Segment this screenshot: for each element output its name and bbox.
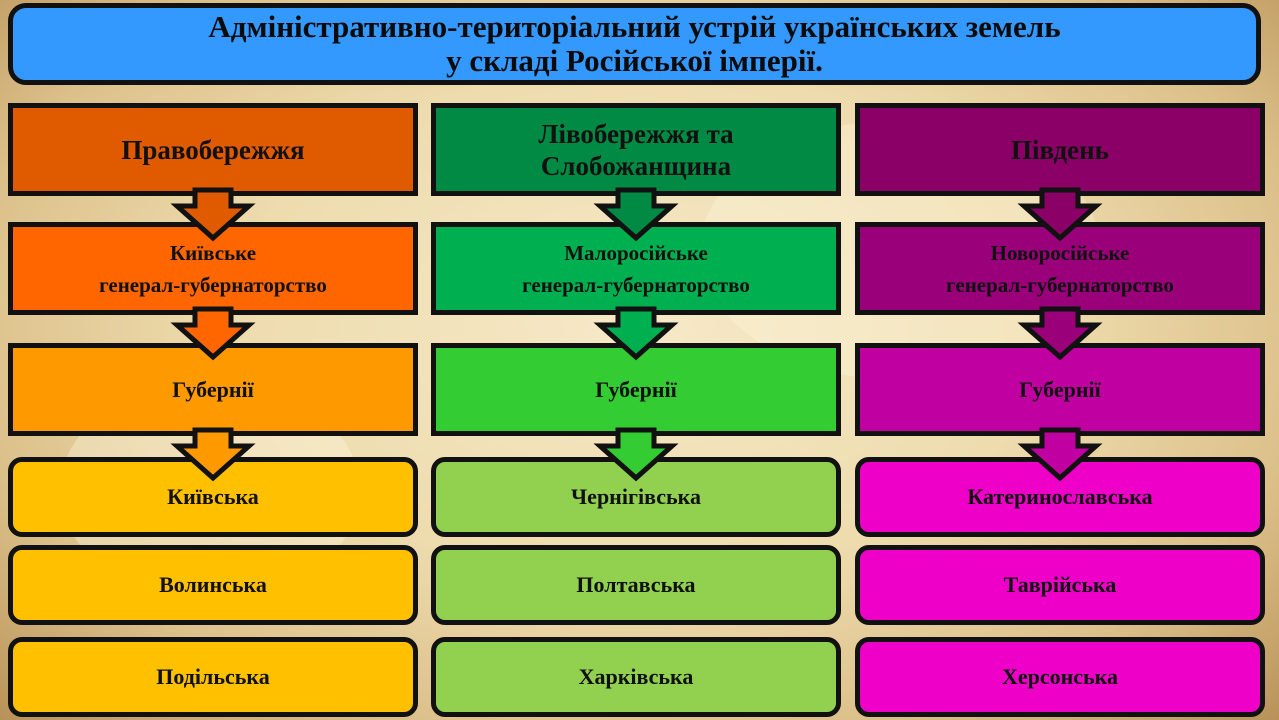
- down-arrow-icon: [593, 306, 679, 361]
- gubernias-label: Губернії: [595, 376, 677, 402]
- governorate-general-name: Малоросійське: [564, 240, 708, 265]
- down-arrow-icon: [1017, 187, 1103, 242]
- region-header-left-bank: Лівобережжя та Слобожанщина: [431, 103, 841, 196]
- region-header-south: Південь: [855, 103, 1265, 196]
- province-label: Харківська: [578, 664, 694, 689]
- down-arrow-icon: [1017, 306, 1103, 361]
- down-arrow-icon: [170, 306, 256, 361]
- gubernias-label: Губернії: [172, 376, 254, 402]
- province-label: Херсонська: [1001, 664, 1119, 689]
- gubernias-label: Губернії: [1019, 376, 1101, 402]
- province-podillia: Подільська: [8, 637, 418, 717]
- down-arrow-icon: [593, 427, 679, 482]
- down-arrow-icon: [593, 187, 679, 242]
- down-arrow-icon: [170, 427, 256, 482]
- governorate-general-type: генерал-губернаторство: [99, 272, 327, 297]
- province-tavria: Таврійська: [855, 545, 1265, 625]
- province-volyn: Волинська: [8, 545, 418, 625]
- diagram-title: Адміністративно-територіальний устрій ук…: [8, 3, 1261, 85]
- province-label: Волинська: [159, 572, 267, 597]
- down-arrow-icon: [170, 187, 256, 242]
- province-kharkiv: Харківська: [431, 637, 841, 717]
- province-kherson: Херсонська: [855, 637, 1265, 717]
- title-line-2: у складі Російської імперії.: [446, 43, 823, 78]
- province-poltava: Полтавська: [431, 545, 841, 625]
- province-label: Київська: [167, 484, 259, 509]
- governorate-general-name: Новоросійське: [990, 240, 1130, 265]
- province-label: Чернігівська: [571, 484, 701, 509]
- governorate-general-type: генерал-губернаторство: [522, 272, 750, 297]
- down-arrow-icon: [1017, 427, 1103, 482]
- region-header-label: Південь: [1011, 134, 1109, 165]
- governorate-general-name: Київське: [169, 240, 257, 265]
- governorate-general-type: генерал-губернаторство: [946, 272, 1174, 297]
- province-label: Таврійська: [1003, 572, 1117, 597]
- title-line-1: Адміністративно-територіальний устрій ук…: [208, 9, 1061, 44]
- province-label: Подільська: [156, 664, 270, 689]
- province-label: Полтавська: [576, 572, 696, 597]
- region-header-label: Правобережжя: [121, 134, 305, 165]
- province-label: Катеринославська: [967, 484, 1153, 509]
- region-header-right-bank: Правобережжя: [8, 103, 418, 196]
- region-header-label: Лівобережжя та Слобожанщина: [538, 118, 734, 181]
